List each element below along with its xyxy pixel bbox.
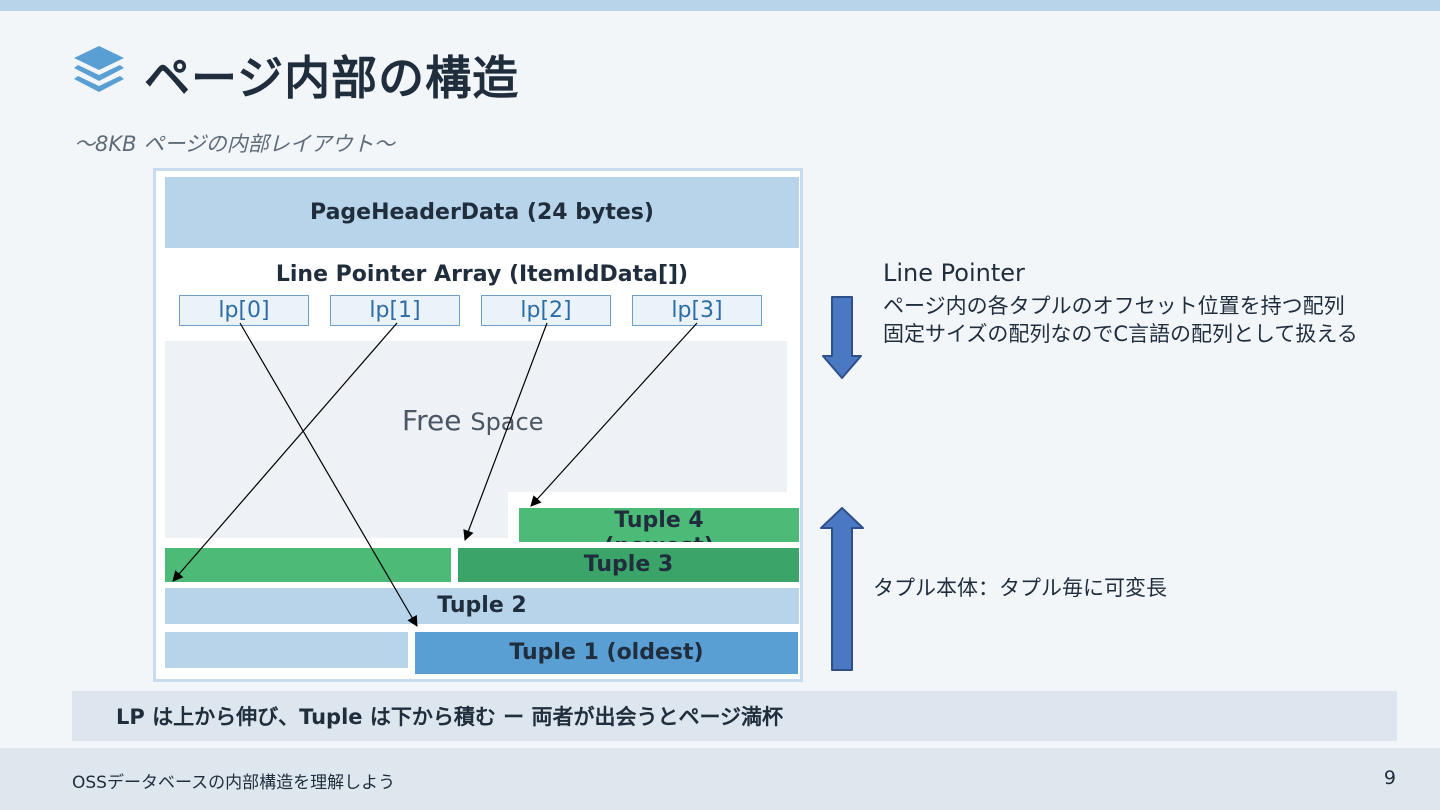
free-space-label: Free Space [402,404,543,437]
footer-text: OSSデータベースの内部構造を理解しよう [72,773,396,793]
top-accent-bar [0,0,1440,11]
tuple-4-block: Tuple 4(newest) [519,508,799,542]
arrow-up-icon [820,507,864,671]
line-pointer-note-line-2: 固定サイズの配列なのでC言語の配列として扱える [883,322,1358,346]
free-space-area-lower [165,491,508,538]
slide-subtitle: ～8KB ページの内部レイアウト～ [74,132,395,156]
tuple-1-block: Tuple 1 (oldest) [415,632,798,674]
footer-bar [0,748,1440,810]
summary-callout: LP は上から伸び、Tuple は下から積む ー 両者が出会うとページ満杯 [72,691,1397,741]
line-pointer-2: lp[2] [481,295,611,326]
tuple-2-block: Tuple 2 [165,588,799,624]
tuple-3-block: Tuple 3 [458,548,799,582]
page-number: 9 [1383,767,1396,789]
layers-icon [74,46,124,92]
line-pointer-array-title: Line Pointer Array (ItemIdData[]) [275,262,689,287]
tuple-3-left-segment [165,548,451,582]
line-pointer-1: lp[1] [330,295,460,326]
space-word: Space [470,408,544,436]
line-pointer-3: lp[3] [632,295,762,326]
line-pointer-note-title: Line Pointer [883,259,1025,287]
tuple-body-note: タプル本体：タプル毎に可変長 [873,576,1167,600]
page-header-data: PageHeaderData (24 bytes) [165,177,799,248]
slide-title: ページ内部の構造 [144,51,520,105]
free-space-word: Free [402,404,462,437]
tuple-1-left-segment [165,632,408,668]
tuple-4-label: Tuple 4 [614,508,704,533]
line-pointer-note-line-1: ページ内の各タプルのオフセット位置を持つ配列 [883,294,1345,318]
tuple-4-sublabel: (newest) [604,534,714,542]
arrow-down-icon [822,296,862,379]
line-pointer-0: lp[0] [179,295,309,326]
